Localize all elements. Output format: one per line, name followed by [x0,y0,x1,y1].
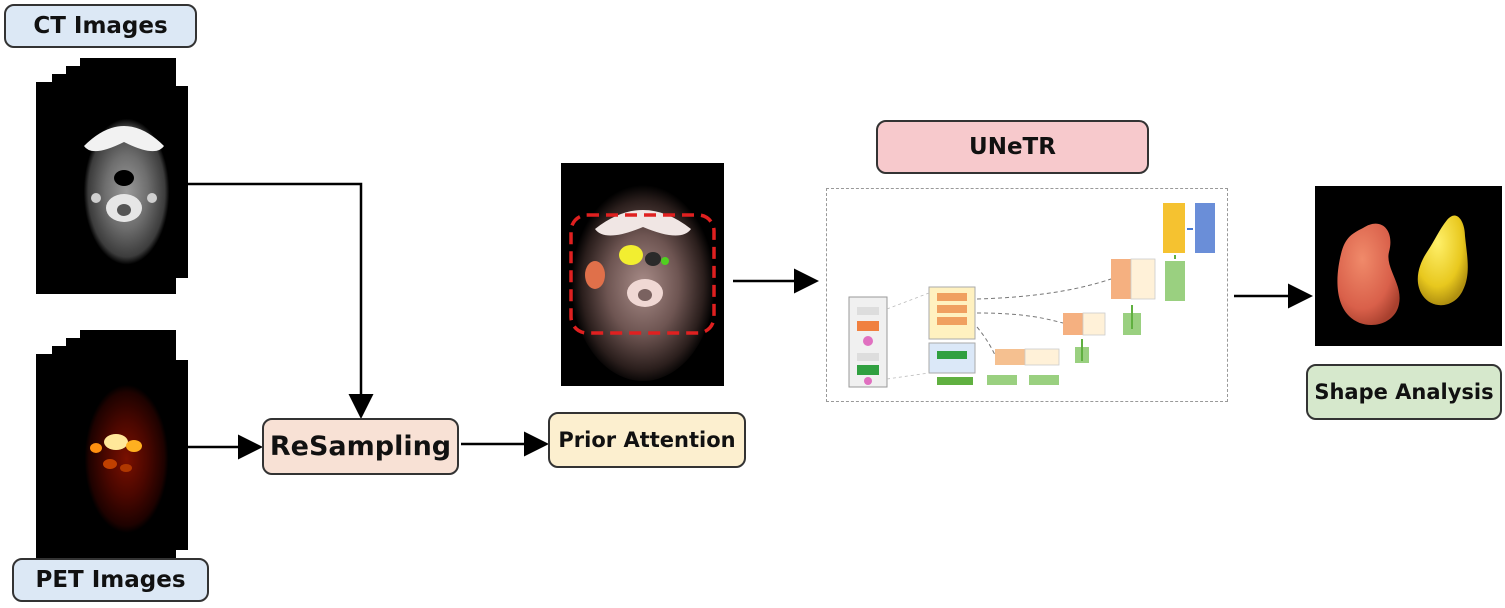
resampling-text: ReSampling [269,431,452,462]
shape-analysis-box: Shape Analysis [1306,364,1502,420]
resampling-box: ReSampling [262,418,459,475]
prior-attention-box: Prior Attention [548,412,746,468]
shapes-icon [1337,215,1468,326]
ct-to-resampling-arrow [188,182,374,419]
pet-hotspot-icon [90,434,142,472]
roi-dashed-rect [569,213,716,335]
unetr-architecture-diagram-icon [826,188,1228,402]
unetr-blocks-icon [848,203,1215,388]
pet-images-text: PET Images [35,567,186,593]
prior-attention-text: Prior Attention [558,428,736,452]
pet-images-label: PET Images [12,558,209,602]
3d-segmentation-shapes-icon [1315,186,1502,346]
ct-scan-stack-icon [22,58,190,294]
ct-anatomy-icon [84,126,164,222]
ct-images-text: CT Images [33,13,168,39]
ct-images-label: CT Images [4,4,197,48]
pet-scan-stack-icon [22,330,190,560]
pet-ct-fusion-image-icon [561,163,724,386]
unetr-text: UNeTR [969,134,1056,160]
fusion-anatomy-icon [569,181,716,381]
unetr-label: UNeTR [876,120,1149,174]
shape-analysis-text: Shape Analysis [1314,380,1494,404]
